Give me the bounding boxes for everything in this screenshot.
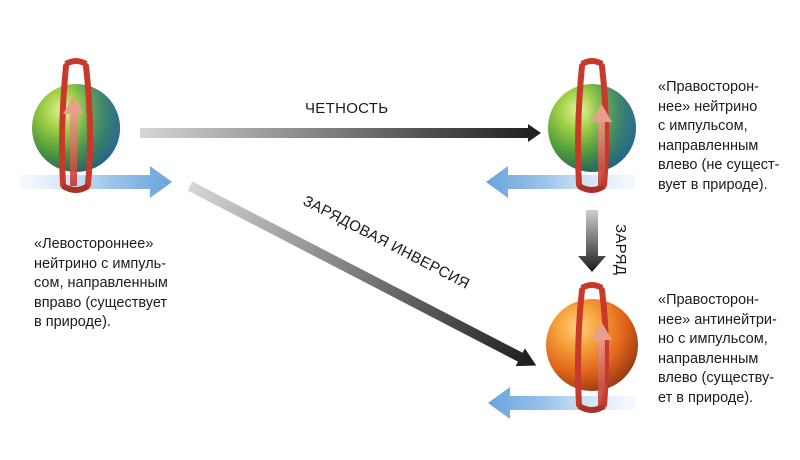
- spin-arrow-icon: [575, 282, 612, 413]
- caption-line: «Правосторон-: [658, 292, 759, 308]
- caption-line: влево (существу-: [658, 370, 775, 386]
- spin-arrow-icon: [575, 58, 612, 193]
- parity-arrow: ЧЕТНОСТЬ: [140, 100, 541, 142]
- caption-line: но с импульсом,: [658, 331, 768, 347]
- caption-line: «Правосторон-: [658, 79, 759, 95]
- right-handed-neutrino-caption: «Правосторон- нее» нейтрино с импульсом,…: [658, 78, 780, 195]
- parity-label: ЧЕТНОСТЬ: [305, 100, 388, 117]
- caption-line: нее» нейтрино: [658, 98, 758, 115]
- antineutrino-sphere-icon: [546, 299, 638, 391]
- charge-inversion-arrow: ЗАРЯДОВАЯ ИНВЕРСИЯ: [187, 181, 537, 367]
- caption-line: направленным: [658, 350, 759, 367]
- caption-line: с импульсом,: [658, 118, 748, 134]
- momentum-arrow-left-icon: [486, 166, 635, 198]
- caption-line: вует в природе).: [658, 176, 768, 193]
- momentum-arrow-left-icon: [488, 387, 635, 419]
- left-handed-neutrino-caption: «Левостороннее» нейтрино с импуль- сом, …: [34, 235, 168, 333]
- charge-label: ЗАРЯД: [612, 224, 629, 275]
- caption-line: ет в природе).: [658, 389, 754, 406]
- momentum-arrow-right-icon: [20, 166, 172, 198]
- caption-line: направленным: [658, 137, 759, 154]
- left-handed-neutrino: [20, 58, 172, 198]
- charge-inversion-label: ЗАРЯДОВАЯ ИНВЕРСИЯ: [300, 192, 472, 292]
- caption-line: «Левостороннее»: [34, 236, 154, 252]
- right-handed-antineutrino: [488, 282, 638, 419]
- spin-arrow-icon: [59, 58, 94, 193]
- caption-line: нее» антинейтри-: [658, 311, 777, 328]
- charge-arrow: ЗАРЯД: [578, 210, 629, 275]
- caption-line: в природе).: [34, 314, 111, 330]
- caption-line: сом, направленным: [34, 275, 168, 291]
- caption-line: влево (не сущест-: [658, 157, 780, 173]
- right-handed-neutrino: [486, 58, 636, 198]
- caption-line: нейтрино с импуль-: [34, 255, 167, 272]
- right-handed-antineutrino-caption: «Правосторон- нее» антинейтри- но с импу…: [658, 291, 777, 408]
- caption-line: вправо (существует: [34, 294, 168, 311]
